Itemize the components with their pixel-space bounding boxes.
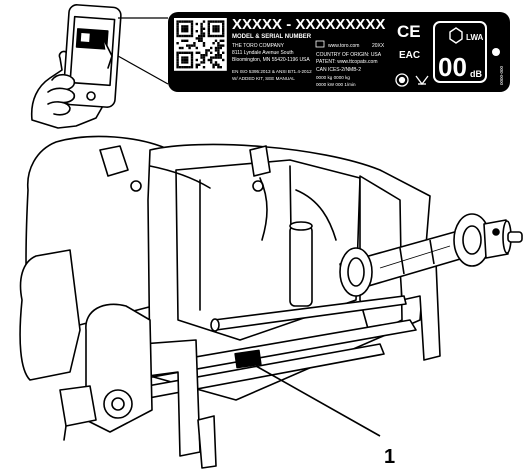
- sound-unit: dB: [470, 69, 482, 79]
- hexagon-icon: [449, 27, 463, 44]
- origin-line-2: PATENT: www.ttcopats.com: [316, 59, 378, 65]
- year-text: 20XX: [372, 43, 385, 49]
- callout-leader-line: [255, 365, 381, 437]
- standard-line-2: W/ ADDED KIT, SEE MANUAL: [232, 76, 295, 81]
- sound-value: 00: [438, 52, 467, 82]
- origin-line-3: CAN ICES-2/NMB-2: [316, 67, 361, 73]
- scan-beam: [117, 17, 169, 85]
- model-serial-caption: MODEL & SERIAL NUMBER: [232, 34, 312, 40]
- callout-number: 1: [384, 446, 395, 468]
- company-line-3: Bloomington, MN 55420-1196 USA: [232, 57, 310, 63]
- callout: 1: [255, 365, 395, 468]
- weight-line-1: 0000 kg 0000 kg: [316, 75, 350, 80]
- qr-code-icon: [174, 18, 227, 71]
- standard-line-1: EN ISO 5395:2013 & ANSI B71.4-2012: [232, 69, 312, 74]
- weight-line-2: 0000 kW 000 1/min: [316, 82, 356, 87]
- mount-hole-icon: [492, 48, 500, 56]
- model-serial-number: XXXXX - XXXXXXXXX: [232, 16, 385, 33]
- eac-mark-icon: EAC: [399, 50, 420, 61]
- cutting-unit-illustration: [19, 135, 441, 469]
- origin-line-1: COUNTRY OF ORIGIN: USA: [316, 52, 382, 58]
- phone-hand-illustration: [30, 4, 122, 129]
- manual-icon: [315, 40, 325, 48]
- company-line-2: 8111 Lyndale Avenue South: [232, 50, 294, 56]
- pto-shaft-illustration: [339, 213, 523, 297]
- ce-mark-icon: CE: [397, 22, 421, 41]
- part-number: 000-0000: [499, 66, 504, 86]
- lwa-label: LWA: [466, 33, 484, 42]
- sound-power-box: LWA 00 dB: [433, 21, 487, 83]
- ukca-mark-icon: [395, 73, 409, 87]
- machine-serial-decal: [234, 349, 262, 369]
- website-text: www.toro.com: [328, 43, 359, 49]
- rcm-mark-icon: [415, 75, 429, 86]
- serial-number-decal: XXXXX - XXXXXXXXX MODEL & SERIAL NUMBER …: [168, 12, 510, 92]
- company-line-1: THE TORO COMPANY: [232, 43, 285, 49]
